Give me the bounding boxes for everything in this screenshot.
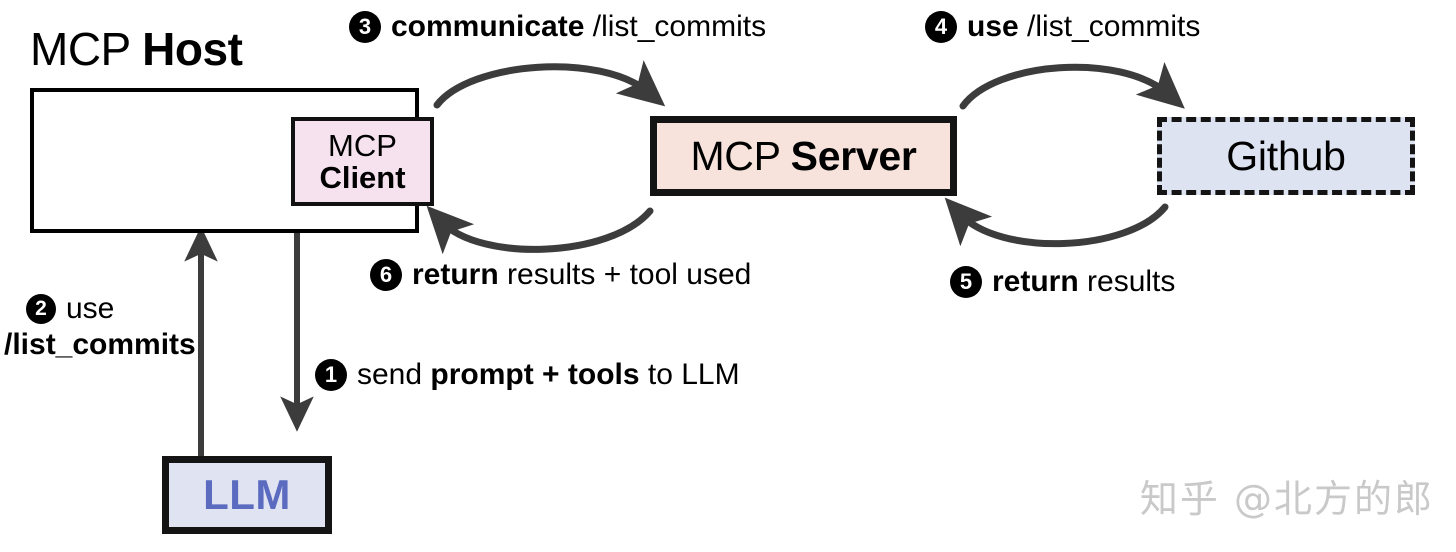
step-3-text: communicate /list_commits	[391, 10, 766, 44]
step-2-label: 2 use /list_commits	[4, 292, 196, 362]
step-1-text: send prompt + tools to LLM	[357, 358, 740, 392]
step-1-label: 1 send prompt + tools to LLM	[315, 358, 740, 392]
step-5-text: return results	[992, 265, 1175, 299]
step-4-label: 4 use /list_commits	[925, 10, 1200, 44]
arrow-github-to-server	[944, 197, 1169, 248]
step-1-tail: to LLM	[639, 358, 740, 391]
llm-box[interactable]: LLM	[162, 456, 332, 534]
arrow-client-to-server	[433, 60, 666, 109]
step-4-badge: 4	[925, 11, 957, 43]
step-2-verb: use	[66, 292, 115, 325]
step-6-text: return results + tool used	[412, 258, 751, 292]
step-5-label: 5 return results	[950, 265, 1175, 299]
step-5-tail: results	[1087, 265, 1176, 298]
step-4-text: use /list_commits	[967, 10, 1200, 44]
step-1-objects: prompt + tools	[430, 358, 640, 391]
mcp-host-title-bold: Host	[142, 23, 243, 75]
github-label: Github	[1226, 132, 1346, 179]
mcp-client-box[interactable]: MCP Client	[291, 117, 434, 206]
mcp-host-title: MCP Host	[30, 22, 243, 76]
watermark: 知乎 @北方的郎	[1139, 477, 1434, 521]
step-1-badge: 1	[315, 359, 347, 391]
arrow-server-to-github	[959, 62, 1185, 110]
step-1-verb: send	[357, 358, 431, 391]
step-3-path: /list_commits	[592, 10, 767, 43]
step-2-path: /list_commits	[4, 328, 196, 361]
step-5-badge: 5	[950, 266, 982, 298]
step-3-label: 3 communicate /list_commits	[349, 10, 766, 44]
llm-label: LLM	[203, 471, 291, 518]
step-4-verb: use	[967, 10, 1028, 43]
step-6-label: 6 return results + tool used	[370, 258, 751, 292]
mcp-server-box[interactable]: MCP Server	[650, 116, 957, 196]
step-2-row-1: 2 use	[26, 292, 196, 326]
mcp-client-label-line2: Client	[319, 159, 406, 195]
step-6-badge: 6	[370, 259, 402, 291]
step-6-verb: return	[412, 258, 508, 291]
mcp-server-label-light: MCP	[690, 132, 781, 179]
step-6-tail: results + tool used	[507, 258, 752, 291]
github-box[interactable]: Github	[1157, 117, 1415, 195]
mcp-host-title-light: MCP	[30, 23, 130, 75]
step-4-path: /list_commits	[1027, 10, 1201, 43]
step-5-verb: return	[992, 265, 1088, 298]
step-3-verb: communicate	[391, 10, 593, 43]
step-2-badge: 2	[26, 294, 56, 324]
mcp-client-label-line1: MCP	[328, 127, 397, 163]
mcp-server-label-bold: Server	[790, 132, 917, 179]
step-3-badge: 3	[349, 11, 381, 43]
arrow-server-to-client	[426, 205, 654, 255]
